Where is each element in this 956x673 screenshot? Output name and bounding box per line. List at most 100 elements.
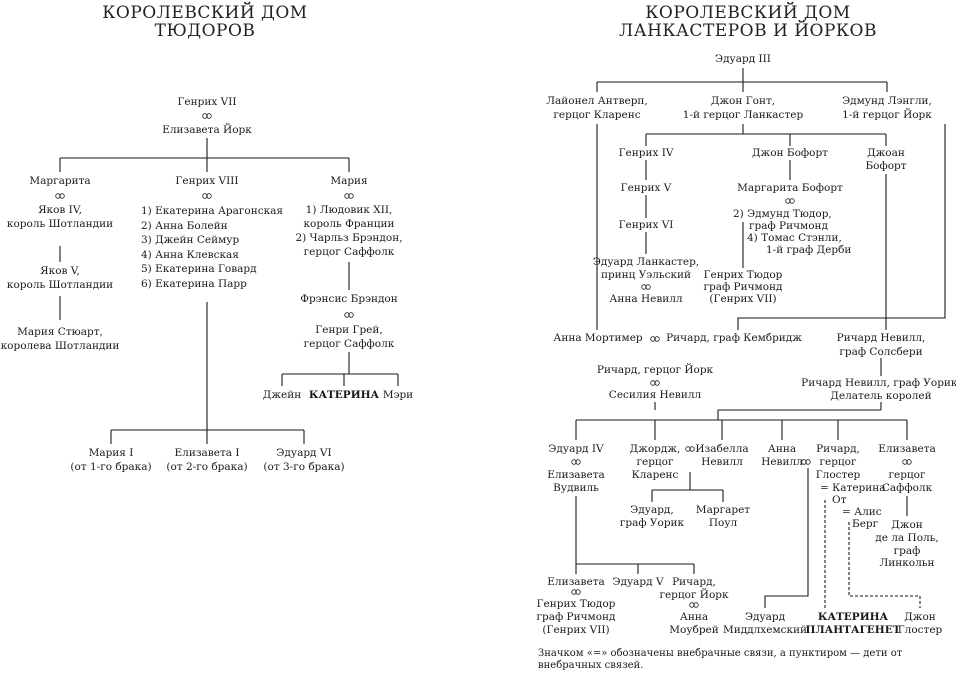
james-v-title: король Шотландии <box>6 279 114 291</box>
edward-iv: Эдуард IV <box>548 443 604 455</box>
mary-grey: Мэри <box>382 389 414 401</box>
richard-of-york: Ричард, герцог Йорк <box>596 364 714 376</box>
henry-tudor-2-title: граф Ричмонд <box>536 611 616 623</box>
john-de-la-pole-title: Линкольн <box>879 557 935 569</box>
thomas-stanley-title: 1-й граф Дерби <box>766 244 852 256</box>
henry-v: Генрих V <box>620 182 672 194</box>
richard-shrewsbury-name: Ричард, <box>672 576 716 588</box>
isabella-surname: Невилл <box>701 456 743 468</box>
george-name: Джордж, <box>629 443 681 455</box>
katherine-haute-name: = Катерина <box>820 482 886 494</box>
edmund-langley-name: Эдмунд Лэнгли, <box>842 95 932 107</box>
henry-tudor-2-name: Генрих Тюдор <box>536 598 616 610</box>
edward-v: Эдуард V <box>612 576 664 588</box>
tudor-title-line1: КОРОЛЕВСКИЙ ДОМ <box>102 3 308 23</box>
salisbury-name: Ричард Невилл, <box>836 332 926 344</box>
john-of-gaunt-title: 1-й герцог Ланкастер <box>682 109 804 121</box>
elizabeth-suffolk-name: Елизавета <box>878 443 936 455</box>
cecily-neville: Сесилия Невилл <box>608 389 702 401</box>
mary-tudor-rose: Мария <box>330 175 368 187</box>
henry-tudor-name: Генрих Тюдор <box>703 269 783 281</box>
mary-stuart-title: королева Шотландии <box>0 340 120 352</box>
henry-tudor-regnal: (Генрих VII) <box>709 293 777 305</box>
elizabeth-suffolk-rank: герцог <box>888 469 926 481</box>
alice-burgh-surname: Берг <box>852 518 879 530</box>
elizabeth-i-name: Елизавета I <box>174 447 240 459</box>
george-rank: герцог <box>636 456 674 468</box>
katherine-haute-surname: От <box>832 494 847 506</box>
tudor-title-line2: ТЮДОРОВ <box>154 21 256 41</box>
anne-neville-2-name: Анна <box>767 443 797 455</box>
john-de-la-pole-rank: граф <box>893 545 921 557</box>
isabella-name: Изабелла <box>695 443 749 455</box>
footnote: Значком «=» обозначены внебрачные связи,… <box>538 648 903 671</box>
edmund-tudor-title: граф Ричмонд <box>749 220 828 232</box>
henry-tudor-2-regnal: (Генрих VII) <box>542 624 610 636</box>
john-de-la-pole-surname: де ла Поль, <box>875 532 939 544</box>
edward-vi-name: Эдуард VI <box>276 447 332 459</box>
richard-of-cambridge: Ричард, граф Кембридж <box>666 332 802 344</box>
mary-husband-1-title: король Франции <box>303 218 395 230</box>
elizabeth-i-note: (от 2-го брака) <box>166 461 248 473</box>
wife-2: 2) Анна Болейн <box>141 219 228 232</box>
john-of-gaunt-name: Джон Гонт, <box>710 95 776 107</box>
edward-warwick-name: Эдуард, <box>630 504 674 516</box>
richard-iii-title: Глостер <box>815 469 861 481</box>
richard-iii-name: Ричард, <box>816 443 860 455</box>
henry-viii: Генрих VIII <box>175 175 239 187</box>
mary-husband-1: 1) Людовик XII, <box>305 204 393 216</box>
james-iv-name: Яков IV, <box>38 204 82 216</box>
warwick-epithet: Делатель королей <box>830 390 932 402</box>
wife-1: 1) Екатерина Арагонская <box>141 205 284 217</box>
frances-brandon: Фрэнсис Брэндон <box>300 293 398 305</box>
john-of-gloucester-surname: Глостер <box>897 624 943 636</box>
lancaster-title-line1: КОРОЛЕВСКИЙ ДОМ <box>645 3 851 23</box>
henry-vii: Генрих VII <box>177 96 237 108</box>
alice-burgh-name: = Алис <box>842 506 882 518</box>
edward-warwick-title: граф Уорик <box>619 517 685 529</box>
mary-i-note: (от 1-го брака) <box>70 461 152 473</box>
wife-5: 5) Екатерина Говард <box>141 263 257 275</box>
henry-viii-wives: 1) Екатерина Арагонская 2) Анна Болейн 3… <box>141 204 283 291</box>
john-of-gloucester-name: Джон <box>904 611 936 623</box>
edward-iii: Эдуард III <box>715 53 771 65</box>
richard-iii-rank: герцог <box>819 456 857 468</box>
anne-neville-2-surname: Невилл <box>761 456 803 468</box>
edward-vi-note: (от 3-го брака) <box>263 461 345 473</box>
anne-mowbray-surname: Моубрей <box>669 624 719 636</box>
john-de-la-pole-name: Джон <box>891 519 923 531</box>
lionel-title: герцог Кларенс <box>553 109 641 121</box>
katherine-plantagenet-surname: ПЛАНТАГЕНЕТ <box>805 624 901 636</box>
richard-shrewsbury-title: герцог Йорк <box>659 589 729 601</box>
wife-4: 4) Анна Клевская <box>141 248 239 261</box>
henry-grey-title: герцог Саффолк <box>303 338 395 350</box>
anne-neville-1: Анна Невилл <box>609 293 683 305</box>
warwick-name: Ричард Невилл, граф Уорик, <box>801 377 956 389</box>
margaret-pole-name: Маргарет <box>695 504 751 516</box>
elizabeth-of-york-2: Елизавета <box>547 576 605 588</box>
wife-3: 3) Джейн Сеймур <box>141 234 240 246</box>
lionel-name: Лайонел Антверп, <box>546 95 648 107</box>
mary-i-name: Мария I <box>88 447 134 459</box>
james-v-name: Яков V, <box>40 265 80 277</box>
george-title: Кларенс <box>631 469 679 481</box>
edward-of-lancaster-title: принц Уэльский <box>600 269 692 281</box>
anne-mortimer: Анна Мортимер <box>553 332 643 344</box>
wife-6: 6) Екатерина Парр <box>141 277 247 290</box>
thomas-stanley-name: 4) Томас Стэнли, <box>747 232 842 244</box>
katherine-grey: КАТЕРИНА <box>308 389 380 401</box>
john-beaufort: Джон Бофорт <box>752 147 828 159</box>
jane-grey: Джейн <box>262 389 302 401</box>
mary-stuart-name: Мария Стюарт, <box>17 326 103 338</box>
edward-middleham-surname: Миддлхемский <box>722 624 808 636</box>
margaret-pole-surname: Поул <box>708 517 738 529</box>
elizabeth-suffolk-title: Саффолк <box>881 482 933 494</box>
lancaster-title-line2: ЛАНКАСТЕРОВ И ЙОРКОВ <box>619 21 877 41</box>
edmund-langley-title: 1-й герцог Йорк <box>842 109 932 121</box>
mary-husband-2-title: герцог Саффолк <box>303 246 395 258</box>
henry-tudor-title: граф Ричмонд <box>703 281 783 293</box>
mary-husband-2: 2) Чарльз Брэндон, <box>295 232 403 244</box>
edward-middleham-name: Эдуард <box>744 611 786 623</box>
edmund-tudor-name: 2) Эдмунд Тюдор, <box>733 208 832 220</box>
